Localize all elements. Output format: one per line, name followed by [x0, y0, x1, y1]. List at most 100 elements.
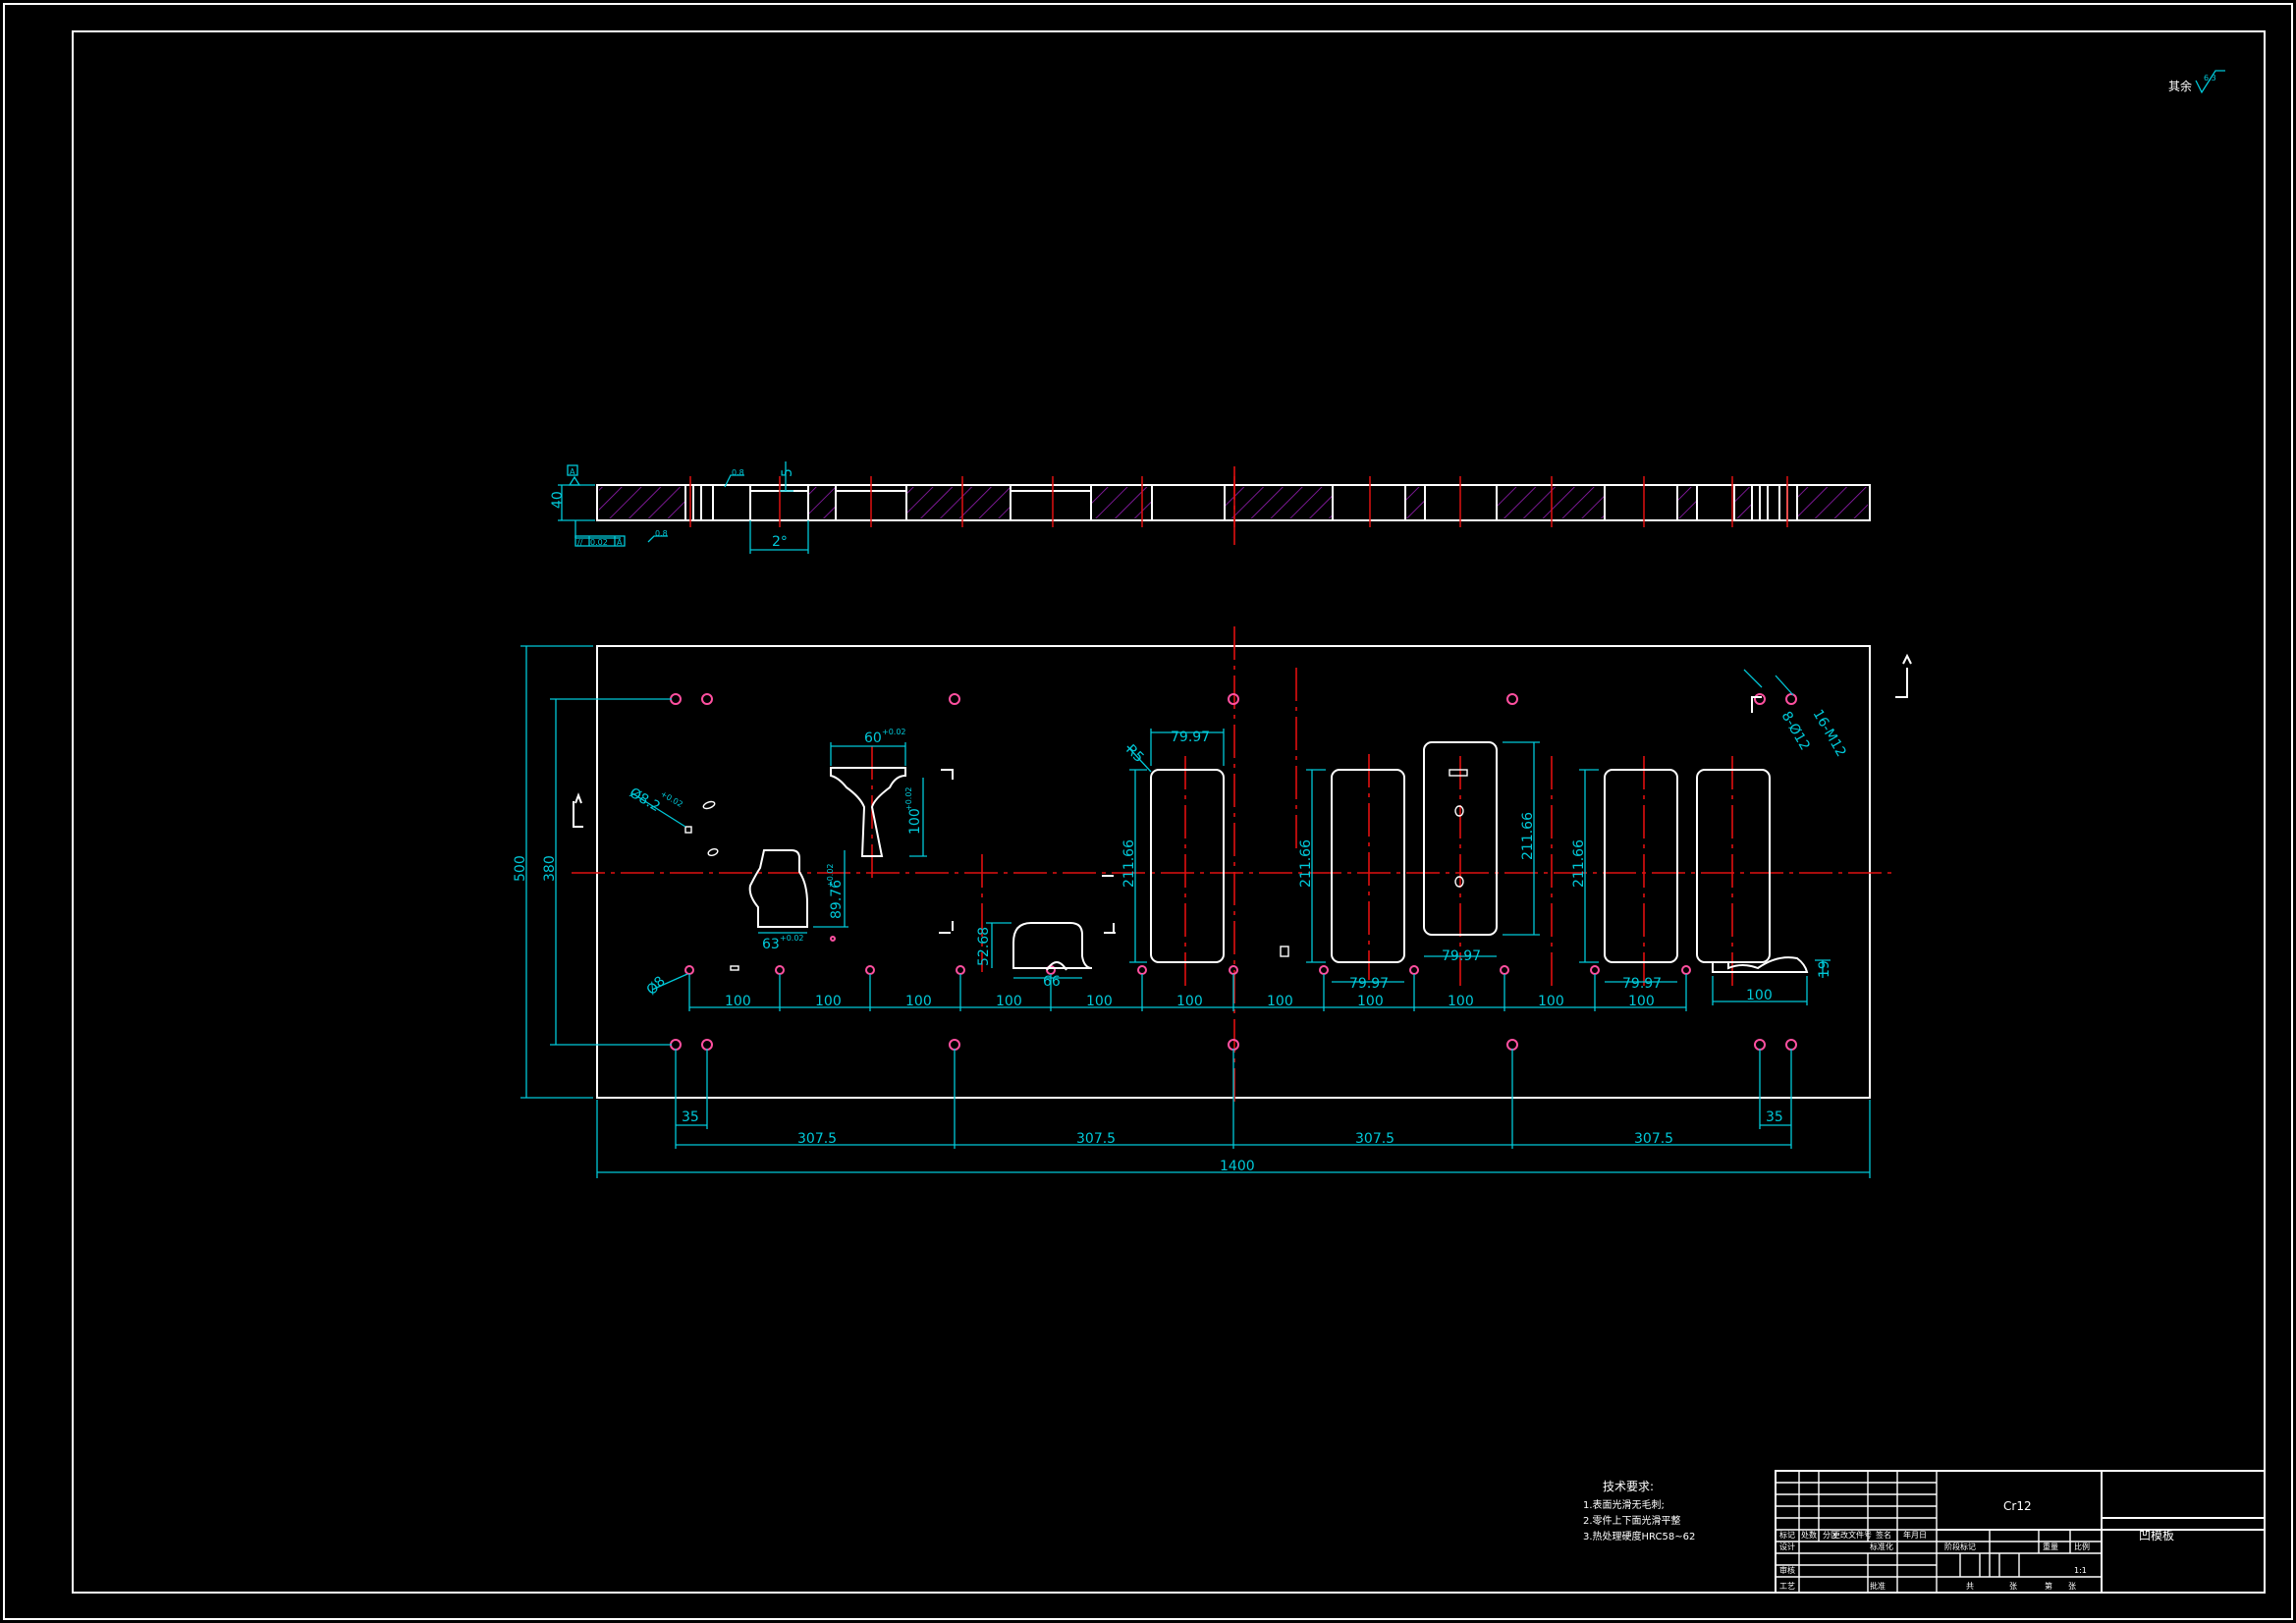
svg-text:211.66: 211.66 — [1571, 839, 1587, 888]
svg-text://: // — [577, 538, 583, 547]
svg-text:阶段标记: 阶段标记 — [1944, 1542, 1976, 1551]
svg-text:307.5: 307.5 — [1076, 1131, 1116, 1147]
svg-text:Ø8.2: Ø8.2 — [627, 785, 663, 816]
svg-text:35: 35 — [682, 1109, 699, 1125]
svg-text:设计: 设计 — [1779, 1542, 1795, 1551]
svg-text:211.66: 211.66 — [1520, 812, 1536, 860]
svg-text:其余: 其余 — [2168, 79, 2192, 93]
svg-text:张: 张 — [2009, 1582, 2017, 1591]
svg-text:19: 19 — [1817, 960, 1832, 978]
technical-requirements: 技术要求: 1.表面光滑无毛刺; 2.零件上下面光滑平整 3.热处理硬度HRC5… — [1583, 1480, 1695, 1542]
svg-text:16-M12: 16-M12 — [1810, 707, 1849, 760]
svg-text:重量: 重量 — [2043, 1542, 2058, 1551]
svg-text:共: 共 — [1966, 1582, 1974, 1591]
title-block: Cr12 凹模板 1:1 标记 处数 分区 更改文件号 签名 年月日 设计 标准… — [1775, 1470, 2266, 1594]
svg-text:年月日: 年月日 — [1903, 1530, 1927, 1540]
svg-text:2.零件上下面光滑平整: 2.零件上下面光滑平整 — [1583, 1514, 1681, 1527]
svg-text:技术要求:: 技术要求: — [1603, 1480, 1654, 1493]
svg-text:第: 第 — [2045, 1581, 2052, 1591]
svg-text:60: 60 — [864, 730, 882, 746]
pockets — [1150, 741, 1771, 963]
svg-text:100: 100 — [1538, 994, 1564, 1009]
svg-text:100: 100 — [1448, 994, 1474, 1009]
outer-frame — [3, 3, 2293, 1620]
roughness-symbol: 其余 6.3 — [2168, 70, 2225, 94]
svg-text:分区: 分区 — [1823, 1531, 1838, 1540]
scale-label: 1:1 — [2074, 1566, 2087, 1575]
dimension-lines — [520, 645, 1871, 1178]
parallelism-frame: // 0.02 A — [574, 520, 626, 547]
svg-text:审核: 审核 — [1779, 1565, 1795, 1575]
section-view: 40 A 5 2° // 0.02 A 0.8 0.8 — [550, 461, 1871, 554]
svg-text:100: 100 — [1086, 994, 1113, 1009]
plate-outline — [596, 645, 1871, 1099]
part-name-label: 凹模板 — [2139, 1529, 2174, 1542]
feature-c-profile — [1012, 922, 1093, 969]
svg-text:5: 5 — [780, 468, 795, 477]
svg-text:+0.02: +0.02 — [882, 728, 906, 736]
section-thickness-label: 40 — [550, 491, 566, 509]
svg-text:66: 66 — [1043, 974, 1061, 990]
svg-text:79.97: 79.97 — [1349, 976, 1389, 992]
svg-text:A: A — [617, 538, 623, 547]
svg-text:比例: 比例 — [2074, 1542, 2090, 1551]
overall-length-label: 1400 — [1220, 1159, 1255, 1174]
svg-text:+0.02: +0.02 — [780, 934, 804, 943]
feature-d-profile — [1712, 956, 1809, 973]
inner-frame — [72, 30, 2266, 1594]
plan-view: 1400 500 380 307.5 307.5 307.5 307.5 35 … — [513, 626, 1912, 1178]
svg-text:100: 100 — [1628, 994, 1655, 1009]
svg-text:79.97: 79.97 — [1171, 730, 1210, 745]
svg-text:307.5: 307.5 — [797, 1131, 837, 1147]
feature-a-profile — [830, 767, 906, 857]
svg-text:100: 100 — [1357, 994, 1384, 1009]
svg-text:0.8: 0.8 — [655, 529, 668, 538]
svg-text:8-Ø12: 8-Ø12 — [1778, 709, 1813, 753]
svg-text:批准: 批准 — [1870, 1581, 1886, 1591]
overall-height-label: 500 — [513, 855, 528, 882]
feature-b-profile — [748, 849, 808, 928]
svg-text:0.02: 0.02 — [590, 538, 608, 547]
svg-text:张: 张 — [2068, 1582, 2076, 1591]
svg-text:35: 35 — [1766, 1109, 1783, 1125]
svg-text:100: 100 — [725, 994, 751, 1009]
svg-text:100: 100 — [907, 808, 923, 835]
svg-text:A: A — [570, 467, 575, 476]
dimension-texts: 1400 500 380 307.5 307.5 307.5 307.5 35 … — [513, 707, 1849, 1174]
svg-text:R5: R5 — [1122, 742, 1146, 766]
svg-text:工艺: 工艺 — [1779, 1582, 1795, 1591]
svg-text:52.68: 52.68 — [976, 927, 992, 966]
svg-text:标记: 标记 — [1779, 1530, 1795, 1540]
svg-text:6.3: 6.3 — [2204, 74, 2216, 82]
svg-text:211.66: 211.66 — [1298, 839, 1314, 888]
svg-text:处数: 处数 — [1801, 1530, 1817, 1540]
svg-text:0.8: 0.8 — [732, 468, 744, 477]
svg-text:63: 63 — [762, 937, 780, 952]
svg-text:79.97: 79.97 — [1442, 948, 1481, 964]
svg-text:89.76: 89.76 — [829, 880, 845, 919]
svg-text:100: 100 — [1267, 994, 1293, 1009]
svg-text:签名: 签名 — [1876, 1530, 1891, 1540]
hole-row-spacing-label: 380 — [542, 855, 558, 882]
svg-text:+0.02: +0.02 — [826, 863, 835, 888]
svg-text:211.66: 211.66 — [1121, 839, 1137, 888]
material-label: Cr12 — [2003, 1499, 2032, 1513]
svg-text:1.表面光滑无毛刺;: 1.表面光滑无毛刺; — [1583, 1498, 1665, 1511]
svg-text:100: 100 — [815, 994, 842, 1009]
svg-text:100: 100 — [1176, 994, 1203, 1009]
svg-text:100: 100 — [905, 994, 932, 1009]
svg-text:100: 100 — [1746, 988, 1773, 1003]
svg-text:+0.02: +0.02 — [904, 786, 913, 811]
svg-text:Ø8: Ø8 — [644, 973, 669, 998]
svg-text:100: 100 — [996, 994, 1022, 1009]
svg-text:307.5: 307.5 — [1634, 1131, 1673, 1147]
svg-text:3.热处理硬度HRC58~62: 3.热处理硬度HRC58~62 — [1583, 1530, 1695, 1542]
svg-text:307.5: 307.5 — [1355, 1131, 1394, 1147]
svg-text:更改文件号: 更改文件号 — [1832, 1530, 1872, 1540]
svg-text:标准化: 标准化 — [1870, 1542, 1893, 1551]
svg-text:79.97: 79.97 — [1622, 976, 1662, 992]
draft-angle-label: 2° — [772, 534, 788, 550]
threaded-holes — [684, 965, 1691, 975]
svg-text:+0.02: +0.02 — [659, 789, 684, 809]
